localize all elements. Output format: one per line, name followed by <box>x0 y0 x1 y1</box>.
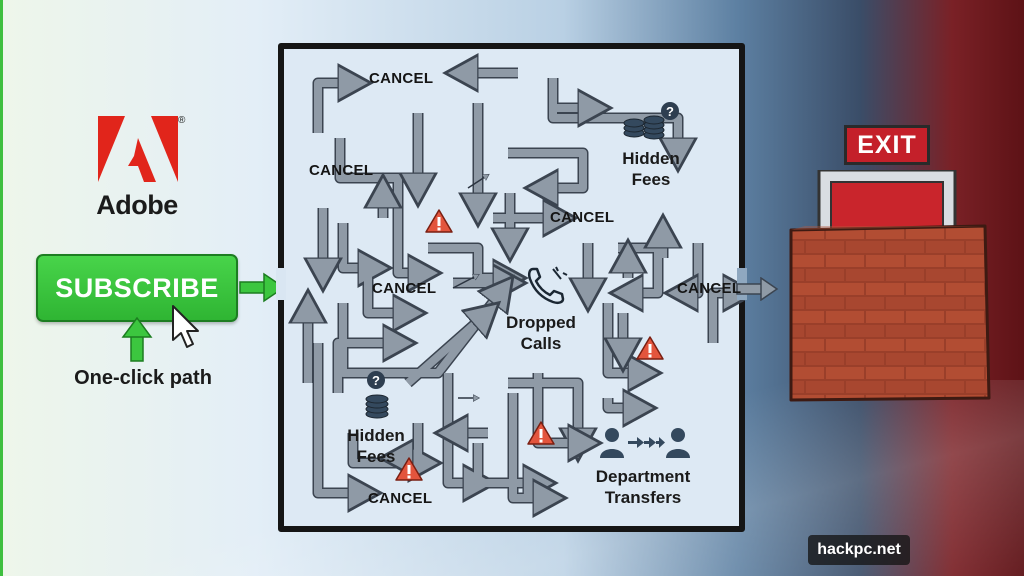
warning-icon <box>527 421 555 445</box>
maze-arrows <box>278 43 745 532</box>
one-click-caption: One-click path <box>74 367 212 389</box>
adobe-logo <box>98 116 178 182</box>
cancel-label: CANCEL <box>309 162 374 179</box>
department-transfers-label: Department Transfers <box>595 467 691 507</box>
cancel-label: CANCEL <box>369 70 434 87</box>
green-edge <box>0 0 3 576</box>
warning-icon <box>395 457 423 481</box>
question-icon <box>367 371 385 389</box>
exit-door <box>817 170 957 236</box>
cancel-label: CANCEL <box>372 280 437 297</box>
warning-icon <box>636 336 664 360</box>
registered-mark: ® <box>178 115 186 126</box>
watermark: hackpc.net <box>808 535 910 565</box>
warning-icon <box>425 209 453 233</box>
subscribe-button[interactable]: SUBSCRIBE <box>36 254 238 322</box>
svg-text:?: ? <box>666 104 674 119</box>
hidden-fees-label-bottom: Hidden Fees <box>347 426 405 466</box>
svg-text:?: ? <box>372 373 380 388</box>
cancel-label: CANCEL <box>550 209 615 226</box>
coins-icon: ? <box>623 102 679 140</box>
hidden-fees-label-top: Hidden Fees <box>622 149 680 189</box>
maze-entrance <box>276 268 286 300</box>
exit-arrow-icon <box>736 277 779 301</box>
dropped-calls-label: Dropped Calls <box>506 313 576 353</box>
phone-icon <box>527 266 568 305</box>
coins-icon: ? <box>365 371 389 419</box>
cancel-label: CANCEL <box>677 280 742 297</box>
question-icon <box>661 102 679 120</box>
cancel-label: CANCEL <box>368 490 433 507</box>
brick-wall <box>789 170 991 402</box>
people-icon <box>600 428 690 458</box>
brand-name: Adobe <box>96 190 178 220</box>
exit-sign: EXIT <box>844 125 930 165</box>
